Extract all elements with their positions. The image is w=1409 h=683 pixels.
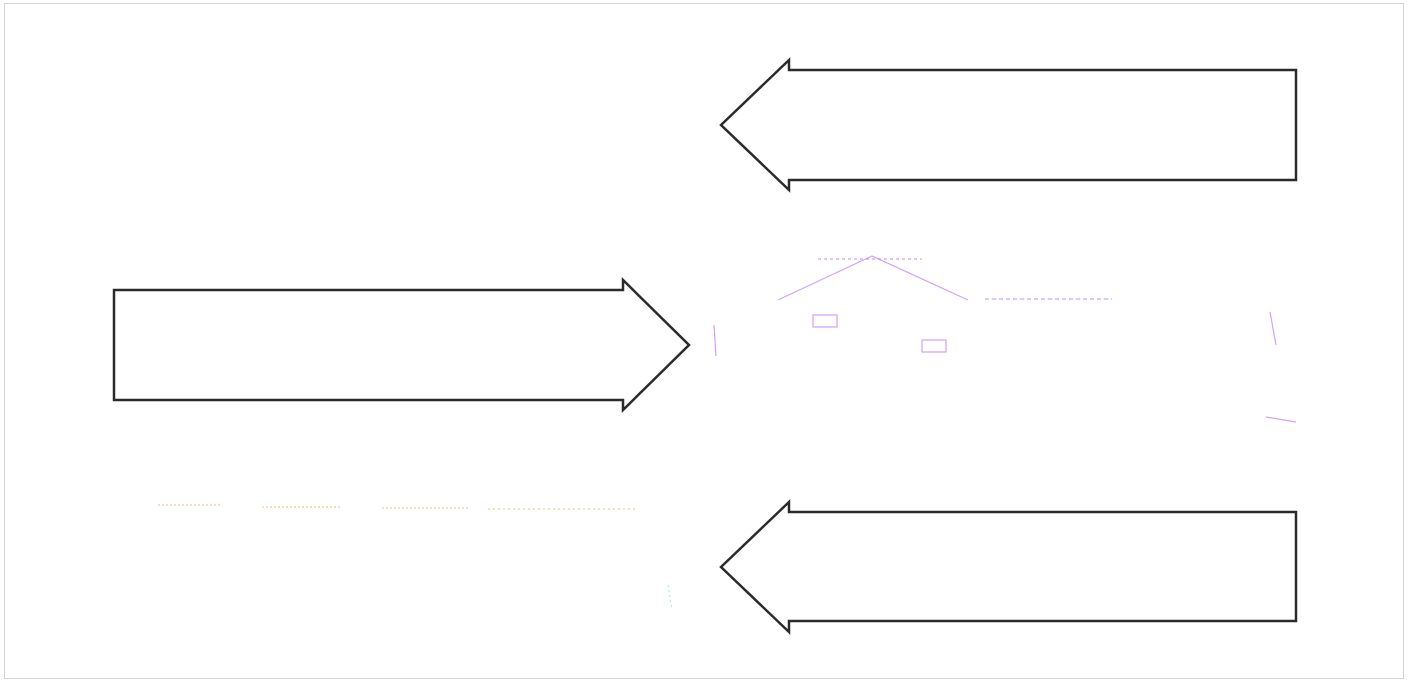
left-arrow-top [719, 57, 1298, 193]
house-window [812, 314, 838, 328]
faint-mark [667, 584, 673, 611]
house-left-wall [713, 324, 717, 357]
house-door [921, 339, 947, 353]
house-roof-line [777, 255, 969, 301]
right-arrow-middle [112, 277, 691, 413]
faint-house-sketch [158, 255, 1297, 611]
left-arrow-bottom [719, 499, 1298, 635]
house-right-wall [1269, 311, 1277, 346]
house-ground-line [1265, 416, 1297, 423]
